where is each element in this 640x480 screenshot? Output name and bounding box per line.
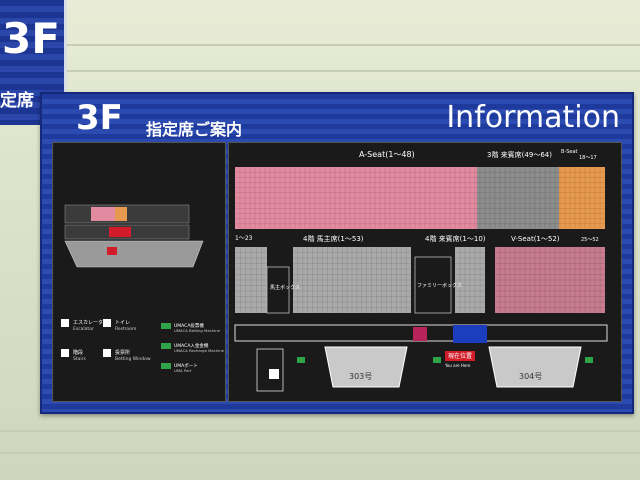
betting-window-icon [103, 349, 111, 357]
information-board: 3F 指定席ご案内 Information エスカレーター Escalator … [40, 92, 634, 414]
family-box-label: ファミリーボックス [417, 282, 462, 289]
legend-betting-en: Betting Window [115, 356, 151, 362]
a-seat-label: A-Seat(1〜48) [359, 150, 415, 159]
corner-floor-label: 3F [2, 14, 60, 63]
legend-toilet-jp: トイレ [115, 320, 130, 326]
here-marker [445, 351, 475, 361]
family-box [414, 256, 452, 314]
top-seat-grid [235, 167, 605, 229]
umaca-machine-icon [585, 357, 593, 363]
corner-sign: 3F 定席 [0, 0, 67, 125]
overview-v-seat [109, 227, 131, 237]
board-subtitle: 指定席ご案内 [146, 120, 243, 139]
wall-stripe [0, 452, 640, 454]
seat-map-panel: A-Seat(1〜48) 3階 来賓席(49〜64) B-Seat 18〜17 … [228, 142, 622, 402]
guest-3f-label: 3階 来賓席(49〜64) [487, 150, 552, 159]
owner-4f-label: 4階 馬主席(1〜53) [303, 234, 364, 243]
legend-stairs-en: Stairs [73, 356, 86, 362]
legend-uma-port-jp: UMAポート [174, 362, 198, 369]
overview-here-marker [107, 247, 117, 255]
legend-escalator-jp: エスカレーター [73, 319, 108, 326]
room-303-label: 303号 [349, 372, 372, 381]
owner-box [266, 266, 290, 314]
owner-box-label: 馬主ボックス [270, 284, 300, 291]
toilet-icon [103, 319, 111, 327]
left-range-label: 1〜23 [235, 235, 253, 242]
legend-escalator-en: Escalator [73, 326, 94, 332]
escalator-icon [61, 319, 69, 327]
v-right-label: 25〜52 [581, 237, 599, 243]
guest-4f-block [455, 247, 485, 313]
wall-stripe [0, 70, 640, 72]
stairs-marker [453, 325, 487, 343]
overview-map: エスカレーター Escalator トイレ Restroom 階段 Stairs… [61, 204, 225, 373]
legend-betting-jp: 投票所 [115, 349, 130, 356]
legend-umaca-recharge-jp: UMACA入金金機 [174, 342, 209, 349]
b-range-label: 18〜17 [579, 155, 597, 161]
escalator-icon [269, 369, 279, 379]
overview-lower-floor [64, 240, 204, 268]
b-seat-label: B-Seat [561, 149, 578, 155]
guest-4f-label: 4階 来賓席(1〜10) [425, 234, 486, 243]
umaca-machine-icon [297, 357, 305, 363]
v-seat-label: V-Seat(1〜52) [511, 235, 560, 243]
legend-umaca-betting-en: UMACA Betting Machine [174, 328, 221, 333]
uma-port-icon [161, 363, 171, 369]
restroom-marker [413, 327, 427, 341]
board-information-label: Information [446, 100, 620, 135]
a-seat-block [235, 167, 477, 229]
board-floor-label: 3F [76, 98, 123, 138]
overview-a-seat [91, 207, 115, 221]
overview-b-seat [115, 207, 127, 221]
middle-seat-grid [235, 247, 605, 313]
b-seat-block [559, 167, 605, 229]
overview-panel: エスカレーター Escalator トイレ Restroom 階段 Stairs… [52, 142, 226, 402]
wall-stripe [0, 44, 640, 46]
legend-toilet-en: Restroom [115, 326, 136, 332]
stairs-icon [61, 349, 69, 357]
legend: エスカレーター Escalator トイレ Restroom 階段 Stairs… [61, 319, 225, 373]
umaca-machine-icon [433, 357, 441, 363]
seat-map: A-Seat(1〜48) 3階 来賓席(49〜64) B-Seat 18〜17 … [234, 149, 608, 392]
room-303 [324, 346, 408, 388]
here-label-en: You are Here [444, 363, 471, 368]
room-304 [488, 346, 582, 388]
left-gray-block [235, 247, 267, 313]
room-304-label: 304号 [519, 372, 542, 381]
owner-4f-block [293, 247, 411, 313]
wall-stripe [0, 430, 640, 432]
legend-stairs-jp: 階段 [73, 349, 83, 356]
v-seat-block [495, 247, 605, 313]
here-label-jp: 現在位置 [448, 352, 472, 360]
legend-umaca-recharge-en: UMACA Recharge Machine [174, 348, 225, 353]
corner-caption: 定席 [0, 91, 34, 111]
legend-uma-port-en: UMA Port [174, 368, 192, 373]
umaca-recharge-icon [161, 343, 171, 349]
umaca-betting-icon [161, 323, 171, 329]
legend-umaca-betting-jp: UMACA投票機 [174, 322, 204, 329]
guest-3f-block [477, 167, 559, 229]
